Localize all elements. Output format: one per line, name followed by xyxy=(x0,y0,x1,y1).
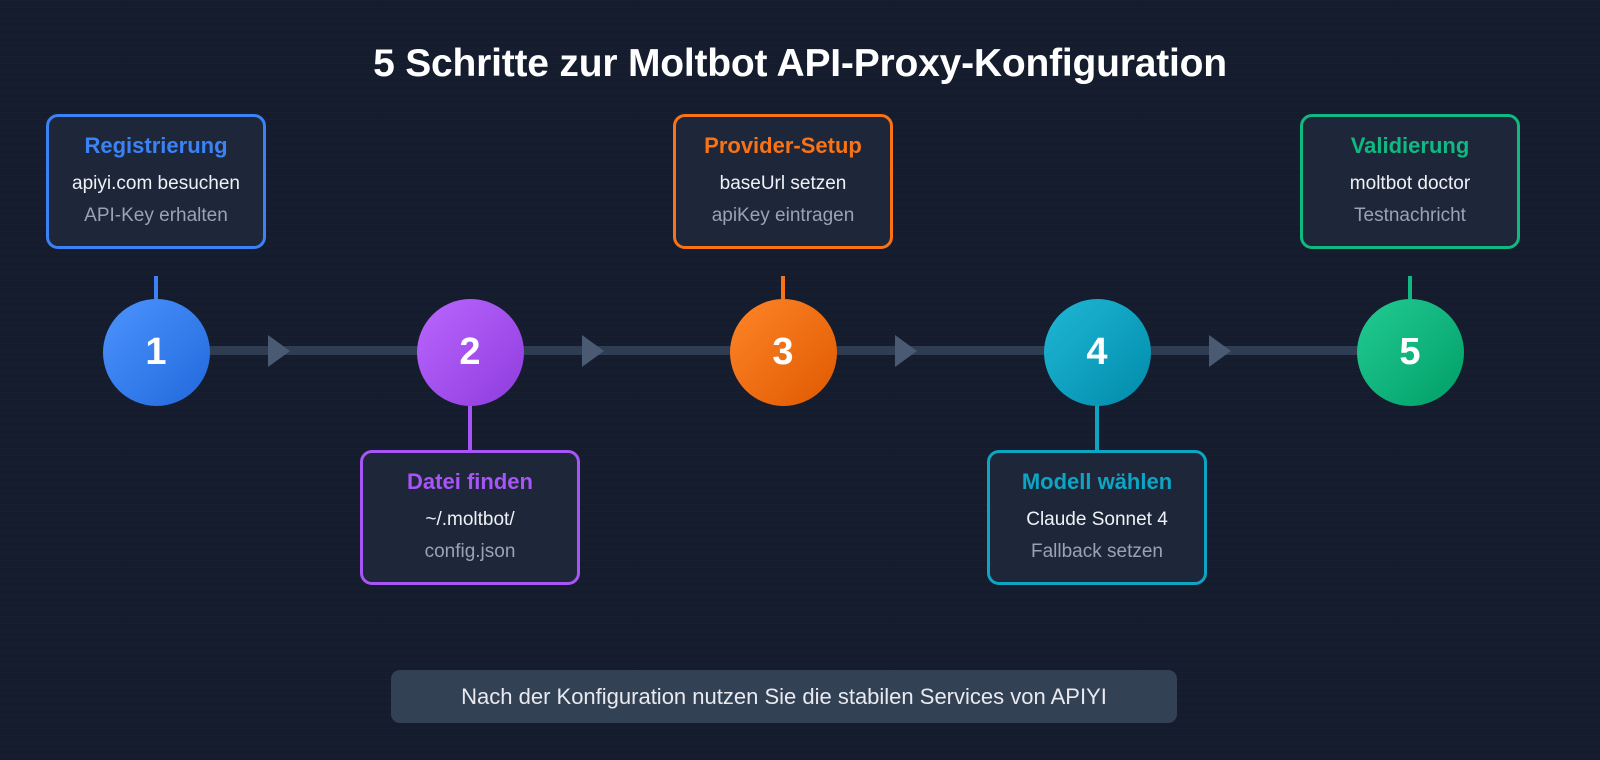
step-card-detail-primary-3: baseUrl setzen xyxy=(719,173,847,195)
step-circle-1: 1 xyxy=(102,298,210,406)
step-circle-4: 4 xyxy=(1043,298,1151,406)
step-circle-2: 2 xyxy=(416,298,524,406)
step-number-1: 1 xyxy=(145,330,167,373)
step-card-title-4: Modell wählen xyxy=(1021,469,1173,494)
timeline-arrow-3 xyxy=(895,335,917,367)
step-number-3: 3 xyxy=(772,330,794,373)
step-card-detail-primary-2: ~/.moltbot/ xyxy=(425,509,515,531)
step-card-detail-secondary-3: apiKey eintragen xyxy=(711,205,855,227)
step-card-detail-primary-1: apiyi.com besuchen xyxy=(72,173,240,195)
step-card-title-1: Registrierung xyxy=(84,133,228,158)
step-card-detail-secondary-4: Fallback setzen xyxy=(1030,541,1163,563)
connector-stem-2 xyxy=(468,405,472,450)
connector-stem-4 xyxy=(1095,405,1099,450)
footer-banner: Nach der Konfiguration nutzen Sie die st… xyxy=(391,670,1177,723)
connector-stem-1 xyxy=(154,276,158,299)
timeline-arrow-2 xyxy=(581,335,604,367)
step-card-detail-secondary-1: API-Key erhalten xyxy=(84,205,228,227)
step-card-title-5: Validierung xyxy=(1350,133,1470,158)
step-circle-5: 5 xyxy=(1356,298,1464,406)
timeline-arrow-1 xyxy=(268,335,290,367)
page-title: 5 Schritte zur Moltbot API-Proxy-Konfigu… xyxy=(373,42,1227,85)
connector-stem-3 xyxy=(781,276,785,299)
step-number-5: 5 xyxy=(1399,330,1421,373)
step-card-detail-secondary-5: Testnachricht xyxy=(1354,205,1466,227)
step-circle-3: 3 xyxy=(729,298,837,406)
step-card-detail-primary-5: moltbot doctor xyxy=(1349,173,1471,195)
step-card-detail-primary-4: Claude Sonnet 4 xyxy=(1026,509,1168,531)
connector-stem-5 xyxy=(1408,276,1412,299)
step-number-4: 4 xyxy=(1086,330,1108,373)
footer-banner-text: Nach der Konfiguration nutzen Sie die st… xyxy=(461,683,1107,709)
step-card-title-3: Provider-Setup xyxy=(704,133,862,158)
step-number-2: 2 xyxy=(459,330,481,373)
step-card-detail-secondary-2: config.json xyxy=(424,541,516,563)
step-card-2: Datei finden ~/.moltbot/config.json xyxy=(360,450,580,585)
step-card-3: Provider-Setup baseUrl setzen apiKey eintr… xyxy=(673,114,893,249)
timeline-arrow-4 xyxy=(1208,335,1231,367)
step-card-title-2: Datei finden xyxy=(407,469,533,494)
